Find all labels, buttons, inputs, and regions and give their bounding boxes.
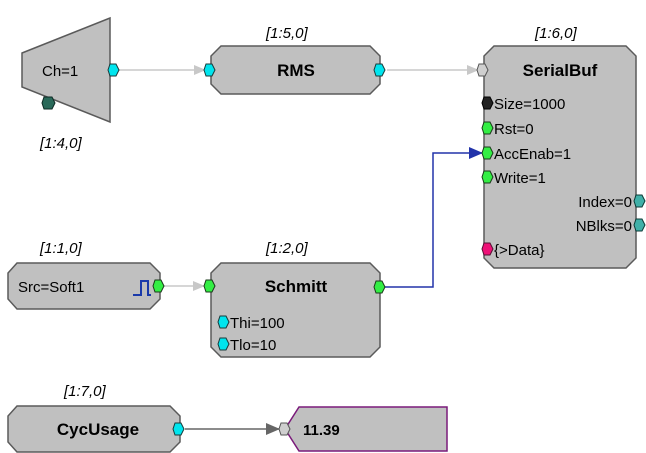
size-param: Size=1000 — [494, 96, 565, 113]
source-id: [1:1,0] — [39, 240, 83, 257]
cycusage-block[interactable]: [1:7,0] CycUsage — [7, 383, 185, 453]
nblks-output-label: NBlks=0 — [576, 218, 632, 235]
schmitt-input-port[interactable] — [203, 279, 216, 293]
tlo-port[interactable] — [217, 337, 230, 351]
display-input-port[interactable] — [278, 422, 291, 436]
mux-output-port[interactable] — [107, 63, 120, 77]
schmitt-id: [1:2,0] — [265, 240, 309, 257]
rms-output-port[interactable] — [373, 63, 386, 77]
source-label: Src=Soft1 — [18, 279, 84, 296]
serialbuf-data-input-port[interactable] — [476, 63, 489, 77]
rms-id: [1:5,0] — [265, 25, 309, 42]
source-block[interactable]: [1:1,0] Src=Soft1 — [7, 240, 165, 310]
accenab-param: AccEnab=1 — [494, 146, 571, 163]
step-pulse-icon — [133, 280, 151, 296]
wires — [118, 65, 483, 435]
index-output-port[interactable] — [633, 194, 646, 208]
index-output-label: Index=0 — [578, 194, 632, 211]
rms-label: RMS — [277, 61, 315, 80]
accenab-port[interactable] — [481, 146, 494, 160]
write-param: Write=1 — [494, 170, 546, 187]
nblks-output-port[interactable] — [633, 218, 646, 232]
tlo-param: Tlo=10 — [230, 337, 276, 354]
mux-block[interactable]: Ch=1 [1:4,0] — [21, 16, 120, 152]
size-port[interactable] — [481, 96, 494, 110]
display-value: 11.39 — [303, 422, 340, 439]
wire-schmitt-to-accenab[interactable] — [385, 147, 483, 288]
rst-param: Rst=0 — [494, 121, 534, 138]
cycusage-id: [1:7,0] — [63, 383, 107, 400]
thi-param: Thi=100 — [230, 315, 285, 332]
mux-control-port[interactable] — [41, 96, 56, 110]
schmitt-label: Schmitt — [265, 277, 328, 296]
schmitt-output-port[interactable] — [373, 280, 386, 294]
data-output-label: {>Data} — [494, 242, 544, 259]
data-output-port[interactable] — [481, 242, 494, 256]
rms-input-port[interactable] — [203, 63, 216, 77]
write-port[interactable] — [481, 170, 494, 184]
serialbuf-block[interactable]: [1:6,0] SerialBuf Size=1000 Rst=0 AccEna… — [476, 25, 646, 269]
value-display-block[interactable]: 11.39 — [278, 406, 448, 452]
cycusage-label: CycUsage — [57, 420, 139, 439]
source-output-port[interactable] — [152, 279, 165, 293]
cycusage-output-port[interactable] — [172, 422, 185, 436]
rst-port[interactable] — [481, 121, 494, 135]
thi-port[interactable] — [217, 315, 230, 329]
mux-id: [1:4,0] — [39, 135, 83, 152]
serialbuf-label: SerialBuf — [523, 61, 598, 80]
schmitt-block[interactable]: [1:2,0] Schmitt Thi=100 Tlo=10 — [203, 240, 386, 358]
rms-block[interactable]: [1:5,0] RMS — [203, 25, 386, 95]
mux-label: Ch=1 — [42, 63, 78, 80]
serialbuf-id: [1:6,0] — [534, 25, 578, 42]
